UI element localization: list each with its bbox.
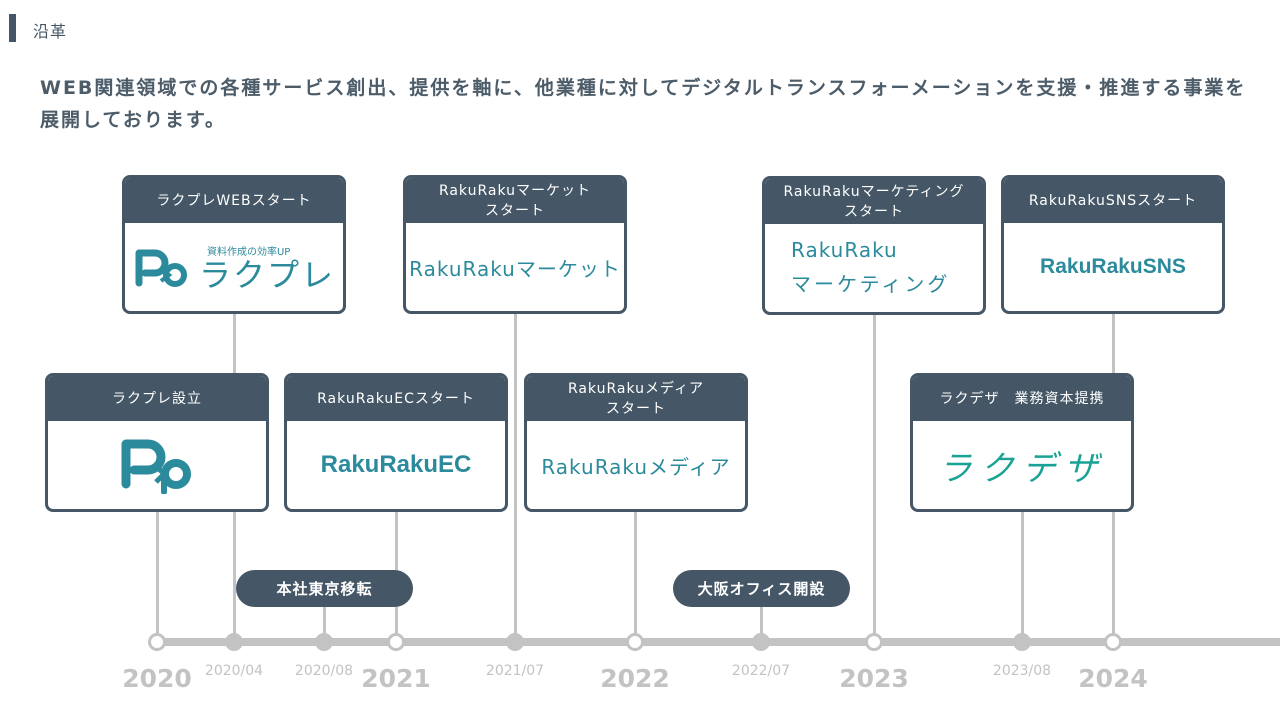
month-label: 2023/08 [992,663,1052,679]
month-dot-2020-08 [315,633,333,651]
logo-name: ラクプレ [198,255,335,294]
card-title: RakuRakuメディア スタート [527,376,745,421]
year-label: 2022 [600,664,670,693]
card-title: RakuRakuマーケティング スタート [765,179,983,224]
event-card-rakuraku-sns: RakuRakuSNSスタート RakuRakuSNS [1001,175,1225,314]
rakuraku-ec-logo: RakuRakuEC [320,451,472,478]
connector-2023 [873,312,876,640]
month-label: 2022/07 [731,663,791,679]
year-dot-2020 [148,633,166,651]
month-label: 2021/07 [485,663,545,679]
card-title: ラクプレWEBスタート [125,178,343,223]
year-dot-2022 [626,633,644,651]
year-dot-2024 [1104,633,1122,651]
section-title: 沿革 [33,22,68,41]
connector-2022-07 [760,600,763,640]
raku-pre-logo: 資料作成の効率UP ラクプレ [125,223,343,311]
rp-logo-icon [121,439,191,494]
rakudeza-logo: ラクデザ [938,448,1106,489]
event-card-rakuraku-media: RakuRakuメディア スタート RakuRakuメディア [524,373,748,512]
connector-2022 [634,510,637,640]
card-title: RakuRakuECスタート [287,376,505,421]
timeline-axis [157,638,1280,646]
month-label: 2020/04 [204,663,264,679]
month-dot-2020-04 [225,633,243,651]
month-label: 2020/08 [294,663,354,679]
lead-text: WEB関連領域での各種サービス創出、提供を軸に、他業種に対してデジタルトランスフ… [40,77,1247,131]
logo-tagline: 資料作成の効率UP [206,246,291,258]
rp-logo-icon [135,249,187,287]
year-label: 2024 [1078,664,1148,693]
year-label: 2023 [839,664,909,693]
card-title: ラクデザ 業務資本提携 [913,376,1131,421]
event-card-raku-pre-founded: ラクプレ設立 [45,373,269,512]
event-card-rakudeza: ラクデザ 業務資本提携 ラクデザ [910,373,1134,512]
section-marker [9,14,16,42]
event-pill-hq-tokyo: 本社東京移転 [236,570,413,607]
connector-2023-08 [1021,510,1024,640]
event-card-rakuraku-marketing: RakuRakuマーケティング スタート RakuRaku マーケティング [762,176,986,315]
month-dot-2021-07 [506,633,524,651]
rakuraku-marketing-logo: RakuRaku マーケティング [791,238,951,296]
year-dot-2023 [865,633,883,651]
rp-logo [48,421,266,509]
month-dot-2023-08 [1013,633,1031,651]
year-dot-2021 [387,633,405,651]
event-card-rakuraku-ec: RakuRakuECスタート RakuRakuEC [284,373,508,512]
event-pill-osaka-office: 大阪オフィス開設 [673,570,850,607]
connector-2020 [156,510,159,640]
year-label: 2021 [361,664,431,693]
rakuraku-media-logo: RakuRakuメディア [541,454,731,479]
card-title: RakuRakuマーケット スタート [406,178,624,223]
connector-2021-07 [514,312,517,640]
event-card-rakuraku-market: RakuRakuマーケット スタート RakuRakuマーケット [403,175,627,314]
month-dot-2022-07 [752,633,770,651]
rakuraku-market-logo: RakuRakuマーケット [409,256,621,281]
card-title: RakuRakuSNSスタート [1004,178,1222,223]
year-label: 2020 [122,664,192,693]
card-title: ラクプレ設立 [48,376,266,421]
rakuraku-sns-logo: RakuRakuSNS [1040,255,1186,278]
connector-2020-08 [323,600,326,640]
event-card-raku-pre-web: ラクプレWEBスタート 資料作成の効率UP ラクプレ [122,175,346,314]
